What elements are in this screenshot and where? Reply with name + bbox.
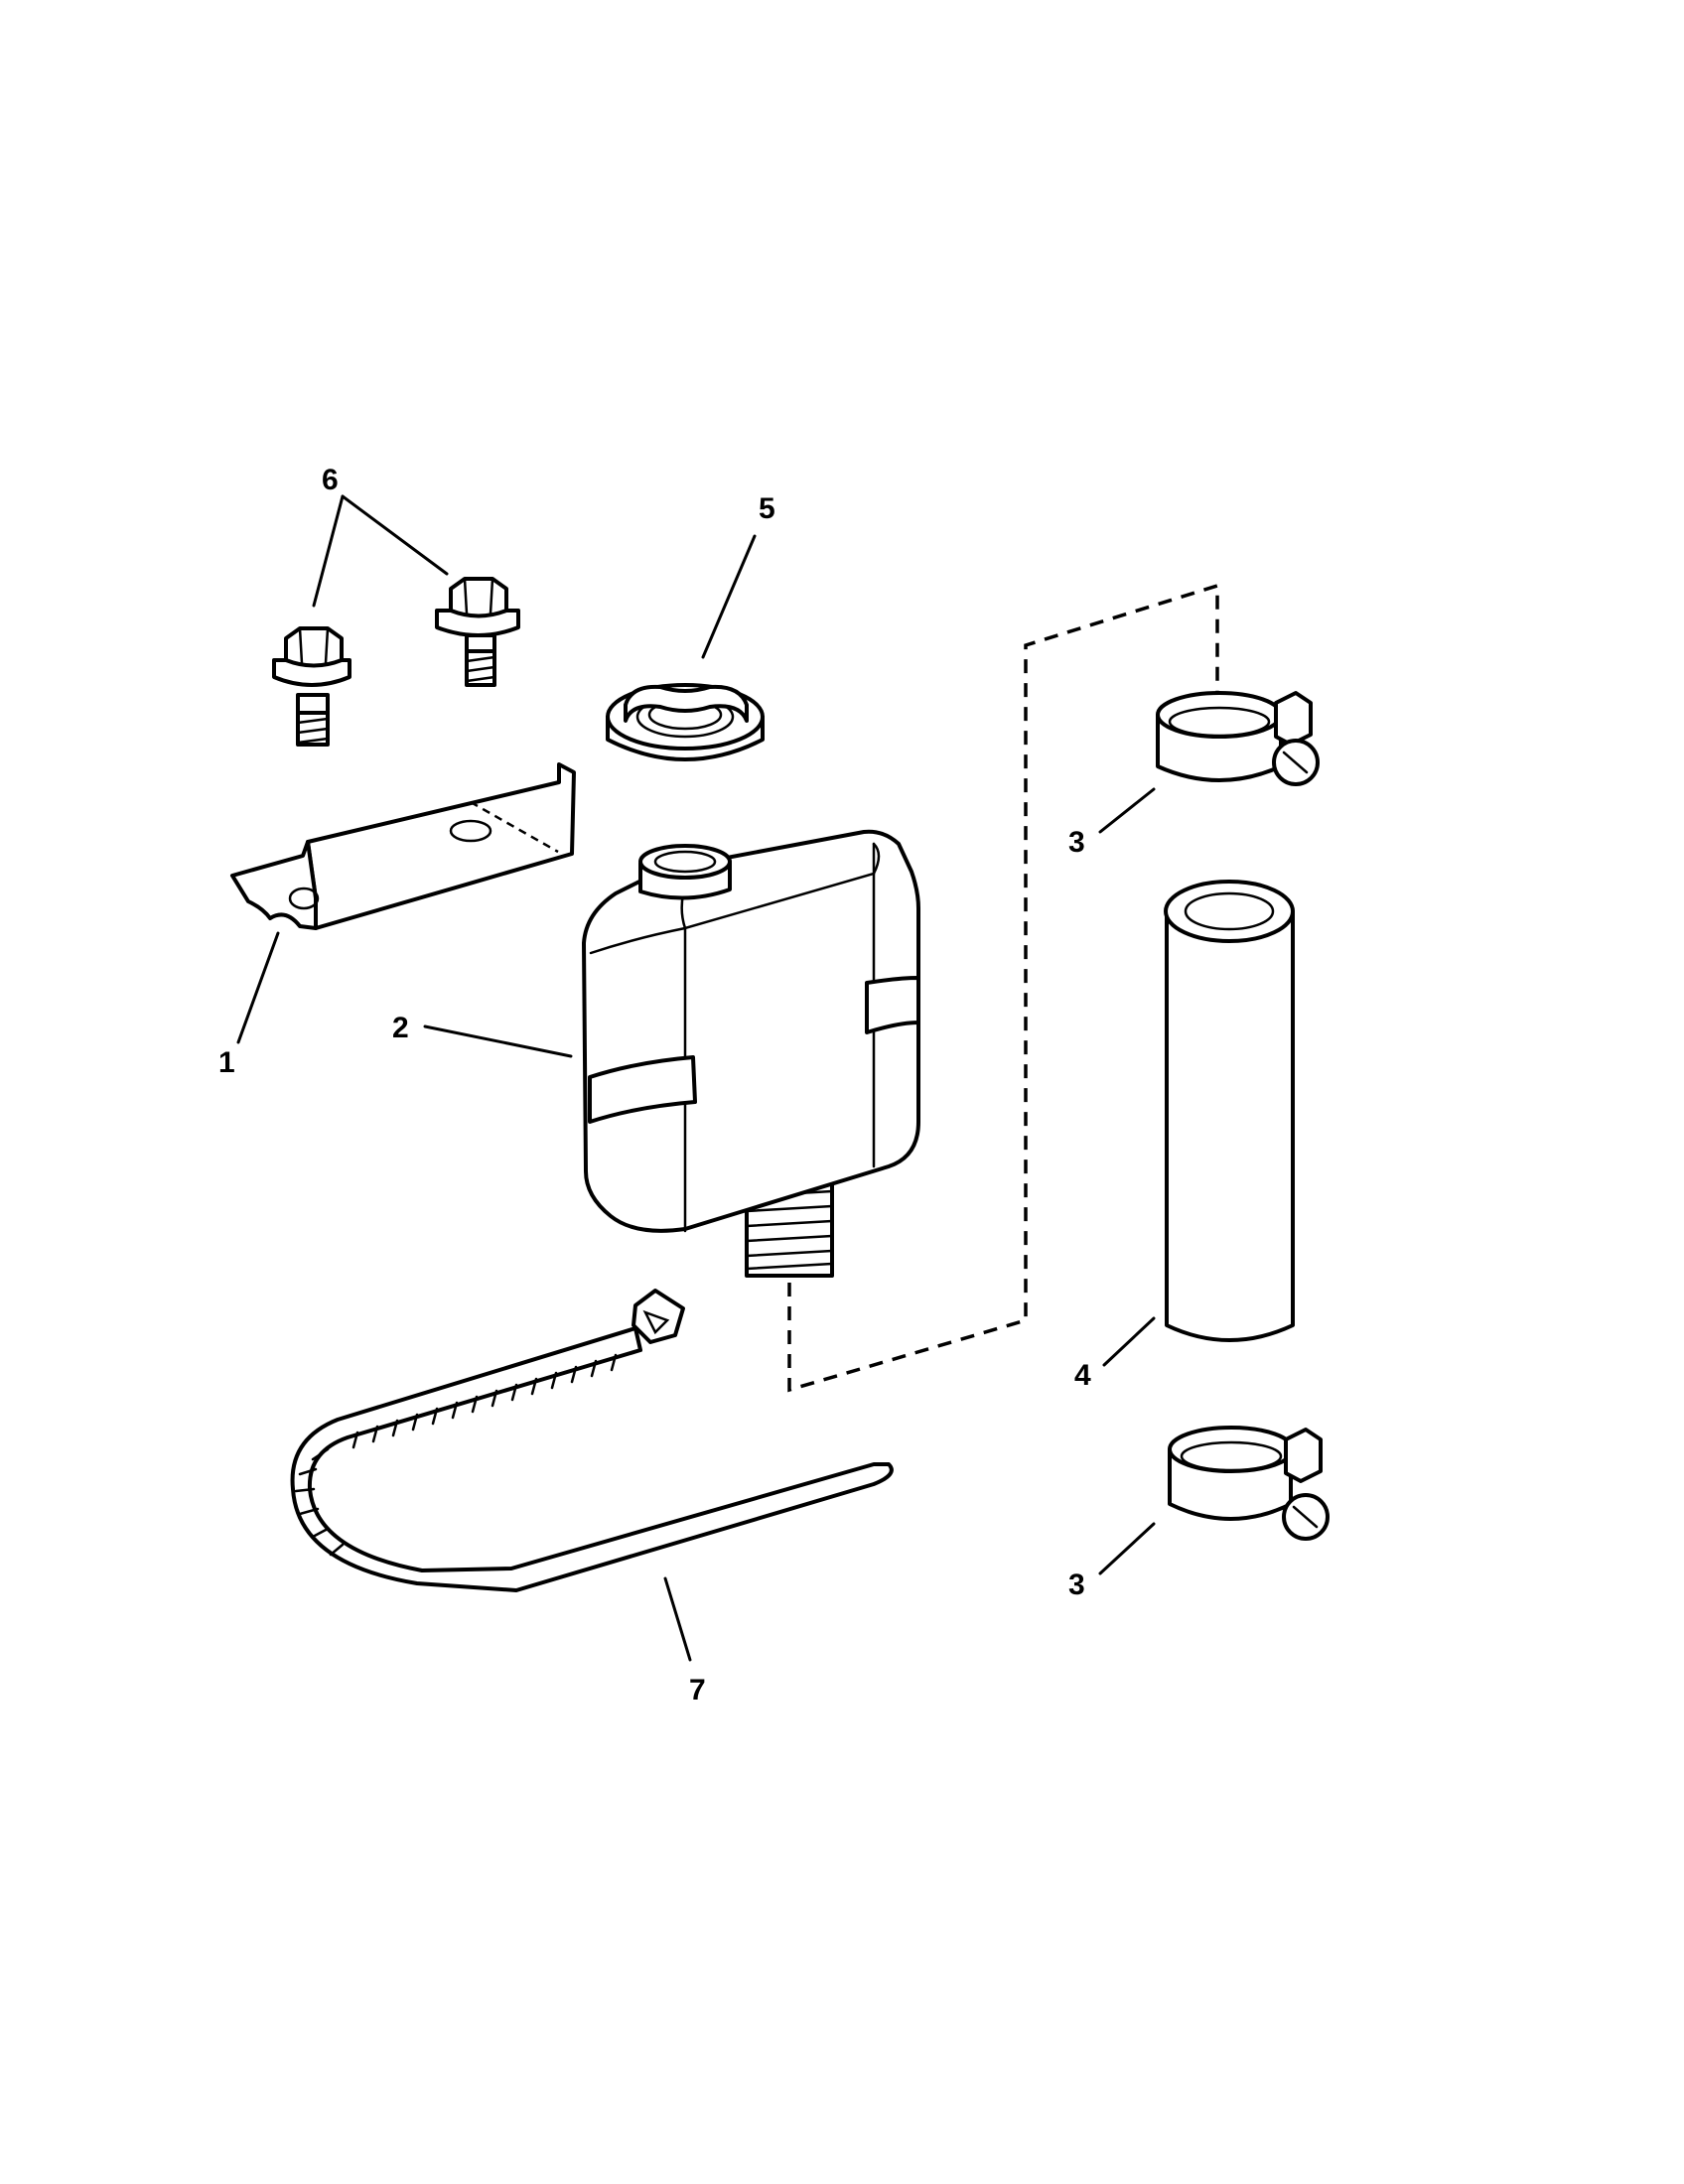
callout-label-4: 4 (1074, 1359, 1091, 1392)
callout-label-5: 5 (759, 492, 775, 525)
callout-3-bottom: 3 (1068, 1522, 1156, 1601)
bolt-left (272, 626, 351, 747)
callout-7: 7 (663, 1576, 706, 1706)
callout-label-1: 1 (218, 1046, 235, 1079)
callout-label-6: 6 (322, 464, 339, 496)
cap-part (606, 683, 765, 761)
reservoir-part (582, 829, 920, 1278)
clamp-top-part (1156, 691, 1320, 786)
callout-5: 5 (701, 492, 775, 659)
callout-3-top: 3 (1068, 787, 1156, 859)
callout-2: 2 (392, 1012, 573, 1058)
bracket-part (230, 762, 576, 930)
hose-part (1164, 880, 1295, 1342)
clamp-bottom-part (1168, 1426, 1330, 1541)
callout-label-7: 7 (689, 1674, 706, 1706)
callout-4: 4 (1074, 1316, 1156, 1392)
hose-routing-line (787, 583, 1219, 1393)
cable-tie-part (290, 1289, 894, 1592)
callout-6: 6 (312, 464, 449, 608)
callout-label-3-bottom: 3 (1068, 1569, 1085, 1601)
bolt-right (435, 577, 520, 687)
callout-label-3-top: 3 (1068, 826, 1085, 859)
callout-1: 1 (218, 931, 280, 1079)
callout-label-2: 2 (392, 1012, 409, 1044)
